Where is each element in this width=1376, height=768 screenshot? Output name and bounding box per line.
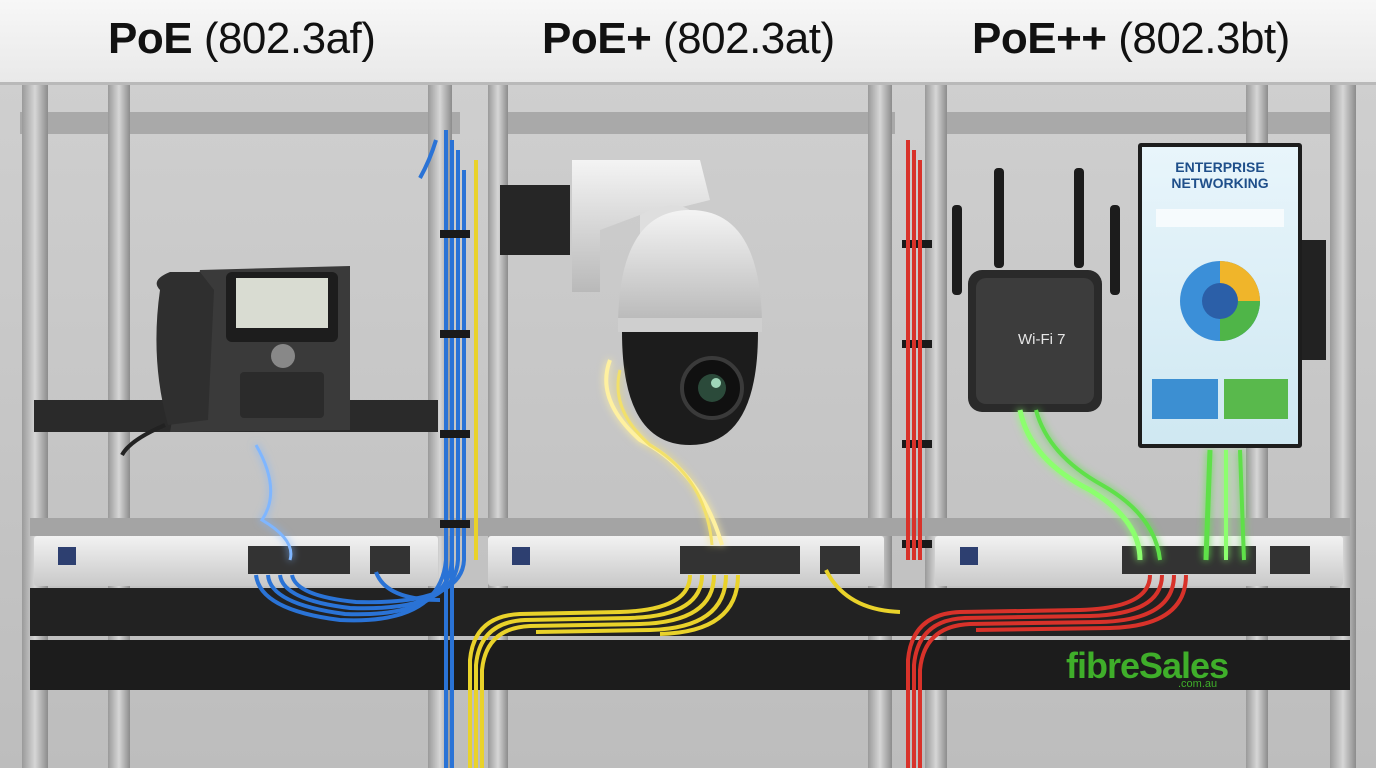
rack-shelf-top-mid — [495, 112, 895, 134]
title-poe-plus: PoE+ (802.3at) — [542, 14, 835, 64]
rack-shelf-top-right — [935, 112, 1355, 134]
wifi-access-point — [952, 168, 1120, 412]
cables-poe-plus-plus — [906, 140, 1188, 768]
switch-shelf-row — [30, 518, 1350, 690]
display-bracket — [1300, 240, 1326, 360]
title-poe-plus-name: PoE+ — [542, 14, 652, 63]
title-poe-plus-plus-standard: (802.3bt) — [1118, 14, 1290, 63]
cables-poe-plus — [468, 160, 901, 768]
title-poe: PoE (802.3af) — [108, 14, 376, 64]
title-poe-plus-standard: (802.3at) — [663, 14, 835, 63]
access-point-label: Wi-Fi 7 — [1018, 331, 1066, 348]
brand-logo: fibreSales — [1066, 645, 1229, 686]
cables-poe — [254, 130, 466, 768]
enterprise-display: ENTERPRISE NETWORKING — [1138, 143, 1302, 448]
cable-ties — [440, 230, 932, 548]
title-poe-standard: (802.3af) — [203, 14, 376, 63]
brand-domain: .com.au — [1178, 678, 1218, 690]
display-infographic — [1152, 209, 1288, 419]
ip-phone — [120, 266, 350, 457]
title-poe-name: PoE — [108, 14, 193, 63]
page-header: PoE (802.3af) PoE+ (802.3at) PoE++ (802.… — [0, 0, 1376, 85]
ptz-camera — [618, 210, 762, 445]
display-title: ENTERPRISE NETWORKING — [1171, 159, 1269, 191]
rack-shelf-top-left — [20, 112, 460, 134]
title-poe-plus-plus-name: PoE++ — [972, 14, 1107, 63]
title-poe-plus-plus: PoE++ (802.3bt) — [972, 14, 1290, 64]
power-flow-glow — [254, 359, 1246, 561]
